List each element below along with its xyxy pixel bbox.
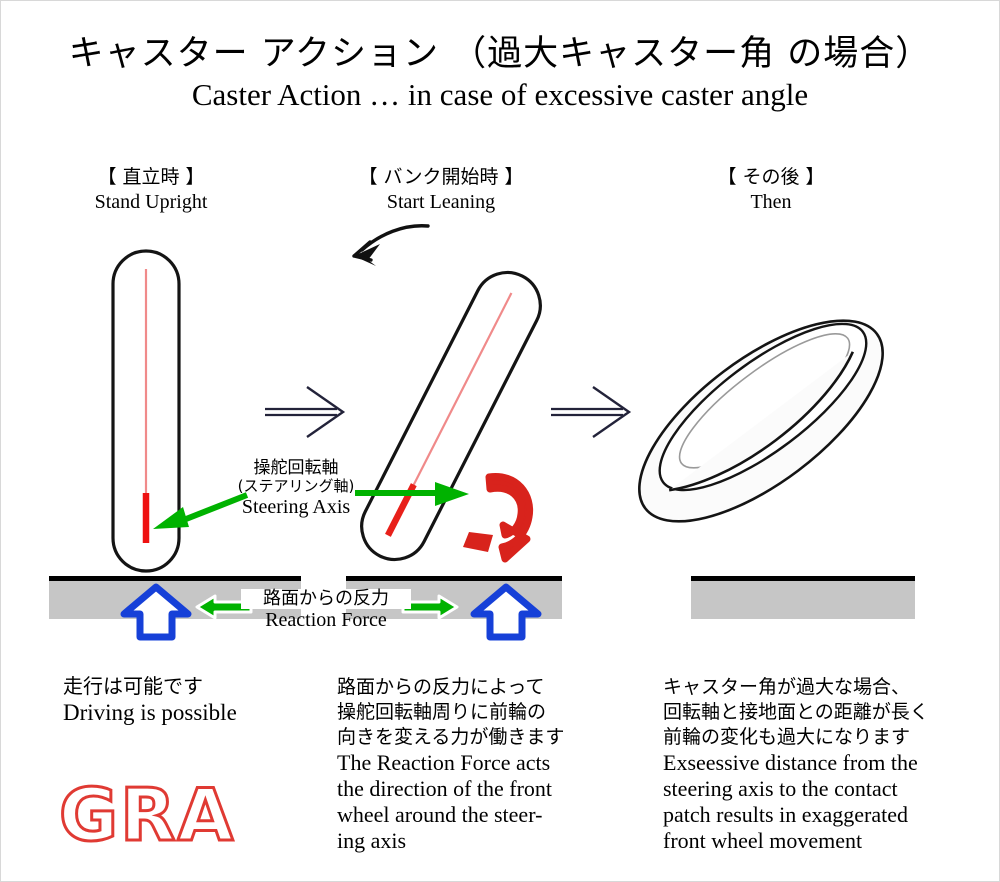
transition-arrow-icon-1: [265, 386, 346, 438]
description-middle-en-3: ing axis: [337, 828, 407, 854]
description-right-jp-0: キャスター角が過大な場合、: [663, 676, 911, 698]
description-left-en-0: Driving is possible: [63, 700, 237, 726]
reaction-force-up-arrow-icon-2: [470, 583, 542, 641]
page-title-japanese: キャスター アクション （過大キャスター角 の場合）: [68, 34, 932, 74]
description-right-en-3: front wheel movement: [663, 828, 863, 854]
column-header-then-jp: 【 その後 】: [717, 166, 825, 188]
wheel-diagram-upright: [111, 249, 181, 573]
description-right-en-2: patch results in exaggerated: [663, 802, 908, 828]
road-line-2: [346, 576, 562, 581]
reaction-force-label-en: Reaction Force: [265, 608, 387, 631]
description-middle-en-1: the direction of the front: [337, 776, 553, 802]
tire-turned-inner: [658, 322, 868, 492]
steering-axis-label-en: Steering Axis: [241, 495, 351, 518]
description-middle-jp-2: 向きを変える力が働きます: [337, 726, 565, 749]
reaction-force-green-arrow-right-icon: [401, 594, 459, 620]
description-right-jp-1: 回転軸と接地面との距離が長く: [663, 701, 929, 724]
wheel-diagram-turned: [638, 319, 884, 523]
curved-left-arrow-icon: [352, 224, 430, 266]
column-header-leaning: 【 バンク開始時 】 Start Leaning: [291, 166, 591, 215]
rotation-arrow-icon: [463, 473, 534, 563]
description-middle-en-0: The Reaction Force acts: [337, 750, 551, 776]
description-left-jp-0: 走行は可能です: [63, 674, 203, 698]
column-header-upright: 【 直立時 】 Stand Upright: [1, 166, 301, 215]
reaction-force-label: 路面からの反力 Reaction Force: [241, 589, 411, 632]
description-block-left: 走行は可能です Driving is possible: [63, 673, 323, 727]
steering-axis-pointer-arrow-left-icon: [153, 492, 249, 529]
road-line-1: [49, 576, 301, 581]
reaction-force-label-jp: 路面からの反力: [241, 589, 411, 609]
column-header-upright-en: Stand Upright: [94, 190, 208, 213]
description-middle-jp-1: 操舵回転軸周りに前輪の: [337, 701, 547, 724]
road-band-3: [691, 581, 915, 619]
reaction-force-green-arrow-left-icon: [195, 594, 253, 620]
steering-axis-pointer-arrow-right-icon: [355, 482, 469, 506]
column-header-leaning-en: Start Leaning: [386, 190, 496, 213]
steering-axis-label: 操舵回転軸 (ステアリング軸) Steering Axis: [206, 459, 386, 519]
wheel-diagram-leaning: [360, 270, 542, 563]
description-right-jp-2: 前輪の変化も過大になります: [663, 726, 911, 749]
reaction-force-up-arrow-icon-1: [120, 583, 192, 641]
transition-arrow-icon-2: [551, 386, 632, 438]
description-block-middle: 路面からの反力によって 操舵回転軸周りに前輪の 向きを変える力が働きます The…: [337, 675, 637, 854]
steering-axis-label-jp2: (ステアリング軸): [237, 476, 355, 495]
column-header-upright-jp: 【 直立時 】: [97, 166, 205, 188]
page-title-english: Caster Action … in case of excessive cas…: [191, 77, 809, 112]
road-line-3: [691, 576, 915, 581]
steering-axis-label-jp1: 操舵回転軸: [253, 458, 339, 478]
column-header-leaning-jp: 【 バンク開始時 】: [358, 166, 524, 188]
description-middle-jp-0: 路面からの反力によって: [337, 676, 545, 698]
tire-leaning-outline: [360, 270, 542, 562]
description-right-en-0: Exseessive distance from the: [663, 750, 918, 776]
gra-logo: GRA: [57, 773, 236, 857]
column-header-then: 【 その後 】 Then: [621, 166, 921, 215]
description-right-en-1: steering axis to the contact: [663, 776, 898, 802]
description-block-right: キャスター角が過大な場合、 回転軸と接地面との距離が長く 前輪の変化も過大になり…: [663, 675, 993, 854]
column-header-then-en: Then: [750, 190, 792, 213]
description-middle-en-2: wheel around the steer-: [337, 802, 543, 828]
